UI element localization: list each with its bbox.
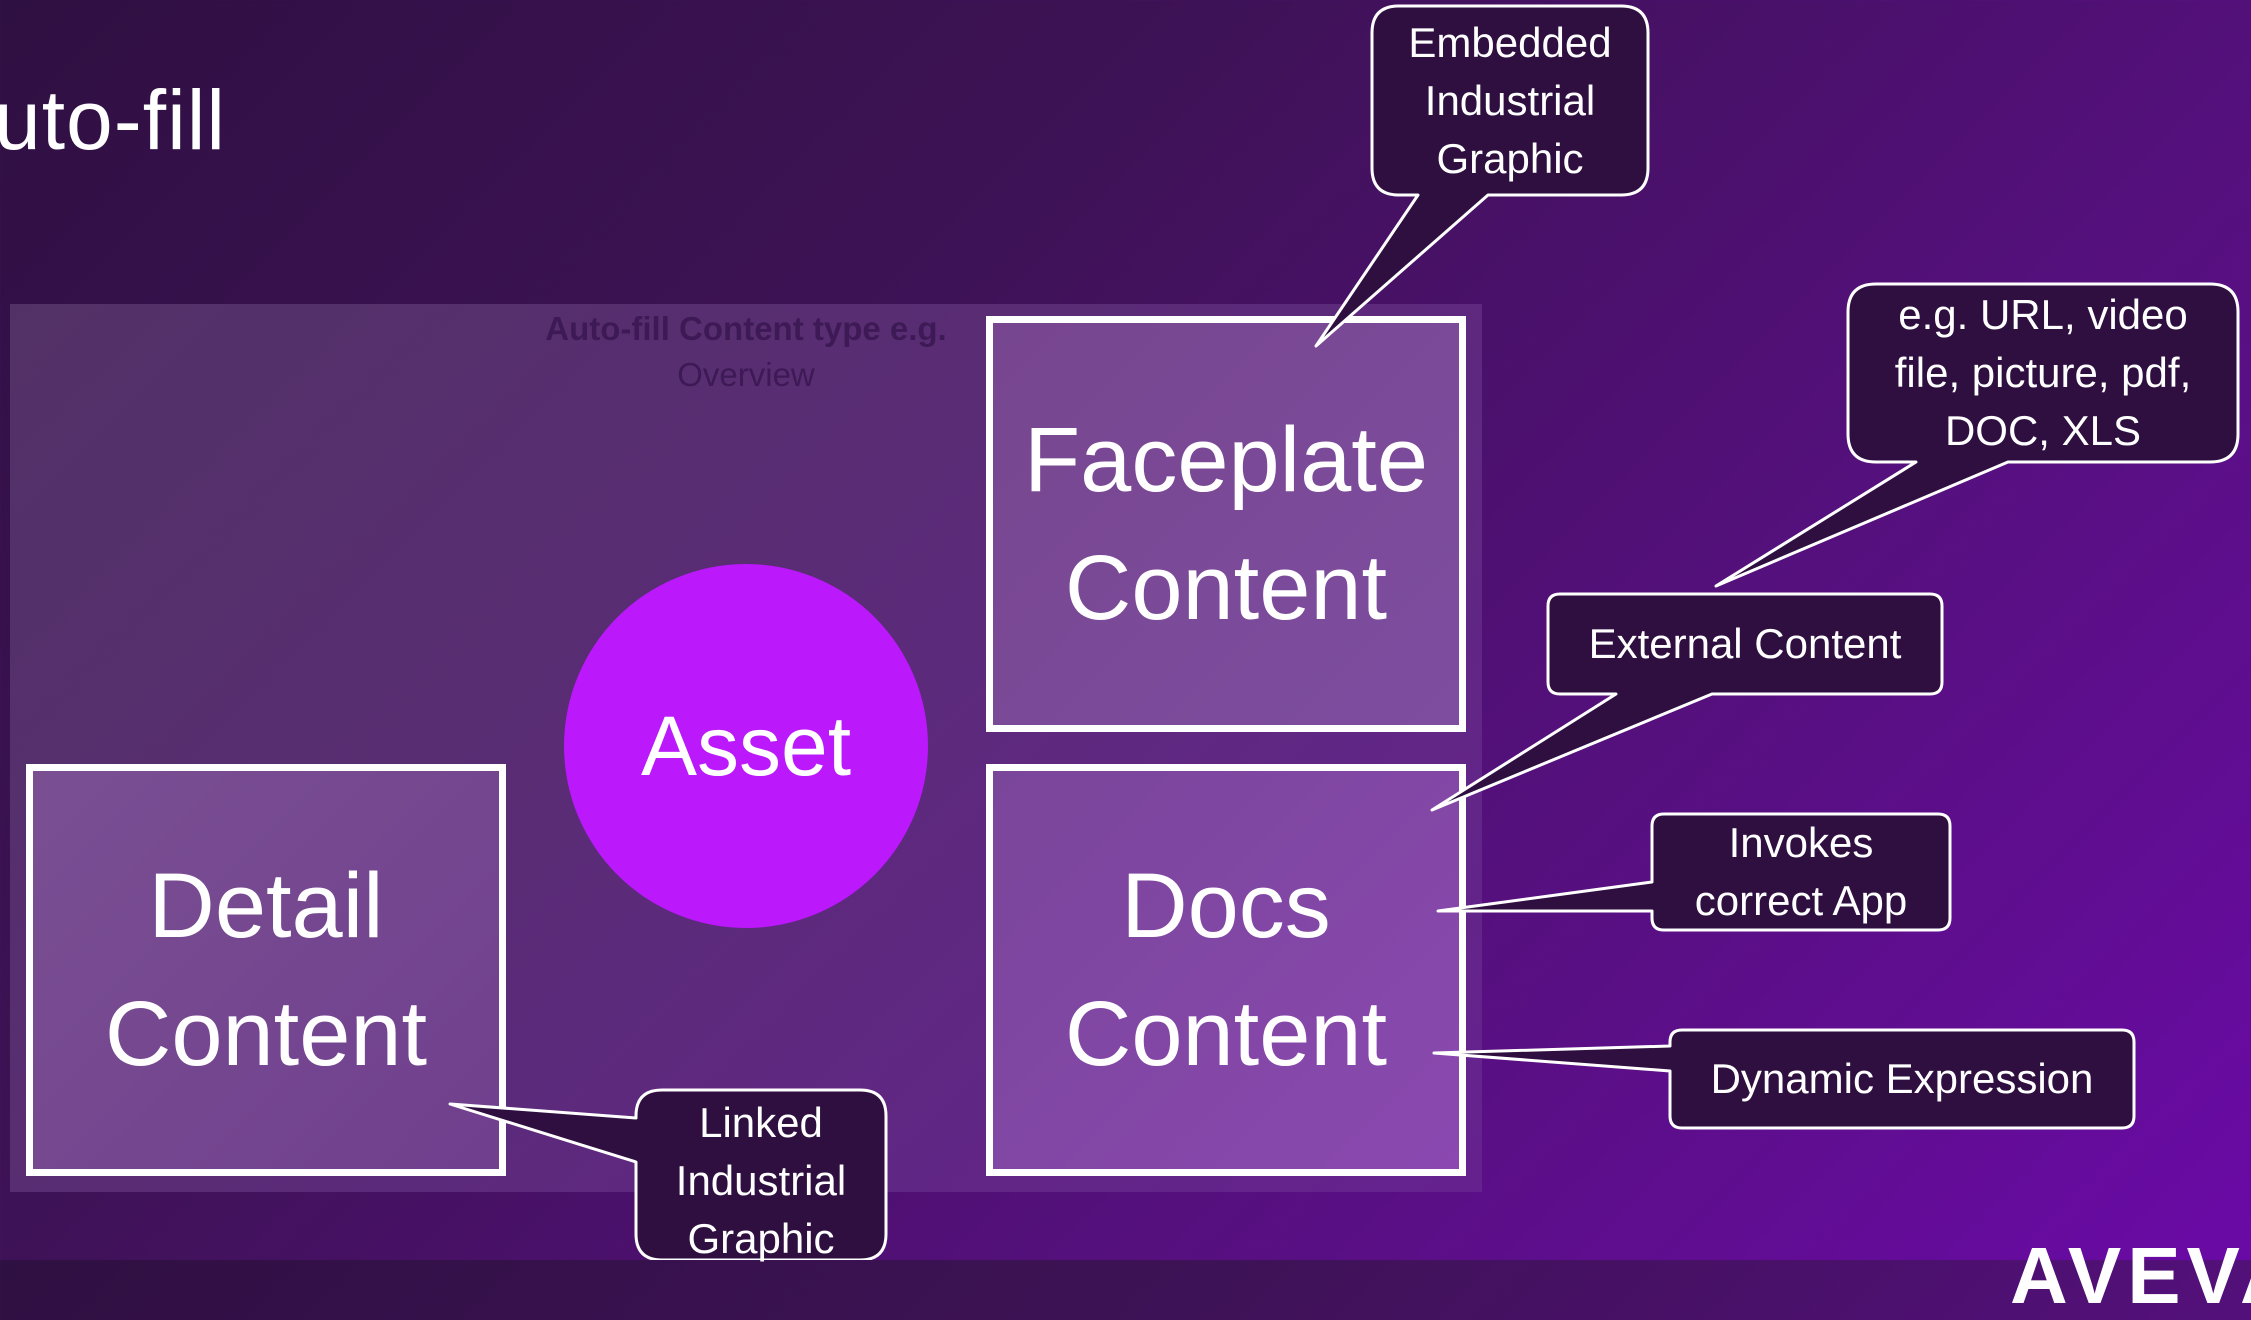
docs-content-box: Docs Content (986, 764, 1466, 1176)
detail-content-box: Detail Content (26, 764, 506, 1176)
callout-linked-line-3: Graphic (687, 1215, 835, 1262)
faceplate-line-2: Content (1064, 537, 1388, 639)
docs-line-2: Content (1064, 983, 1388, 1085)
callout-invokes-line-2: correct App (1694, 877, 1908, 924)
callout-embedded-line-1: Embedded (1408, 18, 1612, 66)
callout-examples-shape (1714, 282, 2240, 588)
callout-embedded: Embedded Industrial Graphic (1372, 6, 1648, 195)
callout-examples-line-2: file, picture, pdf, (1894, 349, 2192, 396)
callout-examples-line-3: DOC, XLS (1944, 407, 2142, 454)
callout-examples-line-1: e.g. URL, video (1898, 291, 2188, 338)
slide-title: uto-fill (0, 73, 227, 167)
callout-examples: e.g. URL, video file, picture, pdf, DOC,… (1848, 284, 2238, 462)
callout-linked-line-2: Industrial (675, 1157, 847, 1204)
panel-caption-line-1: Auto-fill Content type e.g. (545, 310, 947, 347)
callout-embedded-line-2: Industrial (1424, 76, 1596, 124)
callout-linked: Linked Industrial Graphic (636, 1090, 886, 1262)
docs-line-1: Docs (1121, 855, 1331, 957)
callout-linked-line-1: Linked (699, 1099, 823, 1146)
asset-label: Asset (640, 698, 852, 793)
callout-shapes (448, 4, 2240, 1260)
asset-circle: Asset (564, 564, 928, 928)
callout-dynamic-line-1: Dynamic Expression (1710, 1055, 2094, 1102)
callout-dynamic: Dynamic Expression (1670, 1030, 2134, 1128)
callout-invokes: Invokes correct App (1652, 814, 1950, 930)
aveva-logo: AVEVA (2010, 1231, 2251, 1320)
callout-invokes-shape (1436, 812, 1952, 932)
callout-dynamic-shape (1432, 1028, 2136, 1130)
callout-external-shape (1430, 592, 1944, 812)
detail-line-2: Content (104, 983, 428, 1085)
callout-embedded-shape (1314, 4, 1650, 348)
faceplate-content-box: Faceplate Content (986, 316, 1466, 732)
detail-line-1: Detail (148, 855, 384, 957)
callout-invokes-line-1: Invokes (1728, 819, 1874, 866)
panel-caption-line-2: Overview (677, 356, 815, 393)
faceplate-line-1: Faceplate (1023, 409, 1429, 511)
panel-caption: Auto-fill Content type e.g. Overview (520, 306, 972, 398)
callout-embedded-line-3: Graphic (1436, 134, 1584, 182)
callout-external: External Content (1548, 594, 1942, 694)
callout-external-line-1: External Content (1588, 620, 1902, 667)
